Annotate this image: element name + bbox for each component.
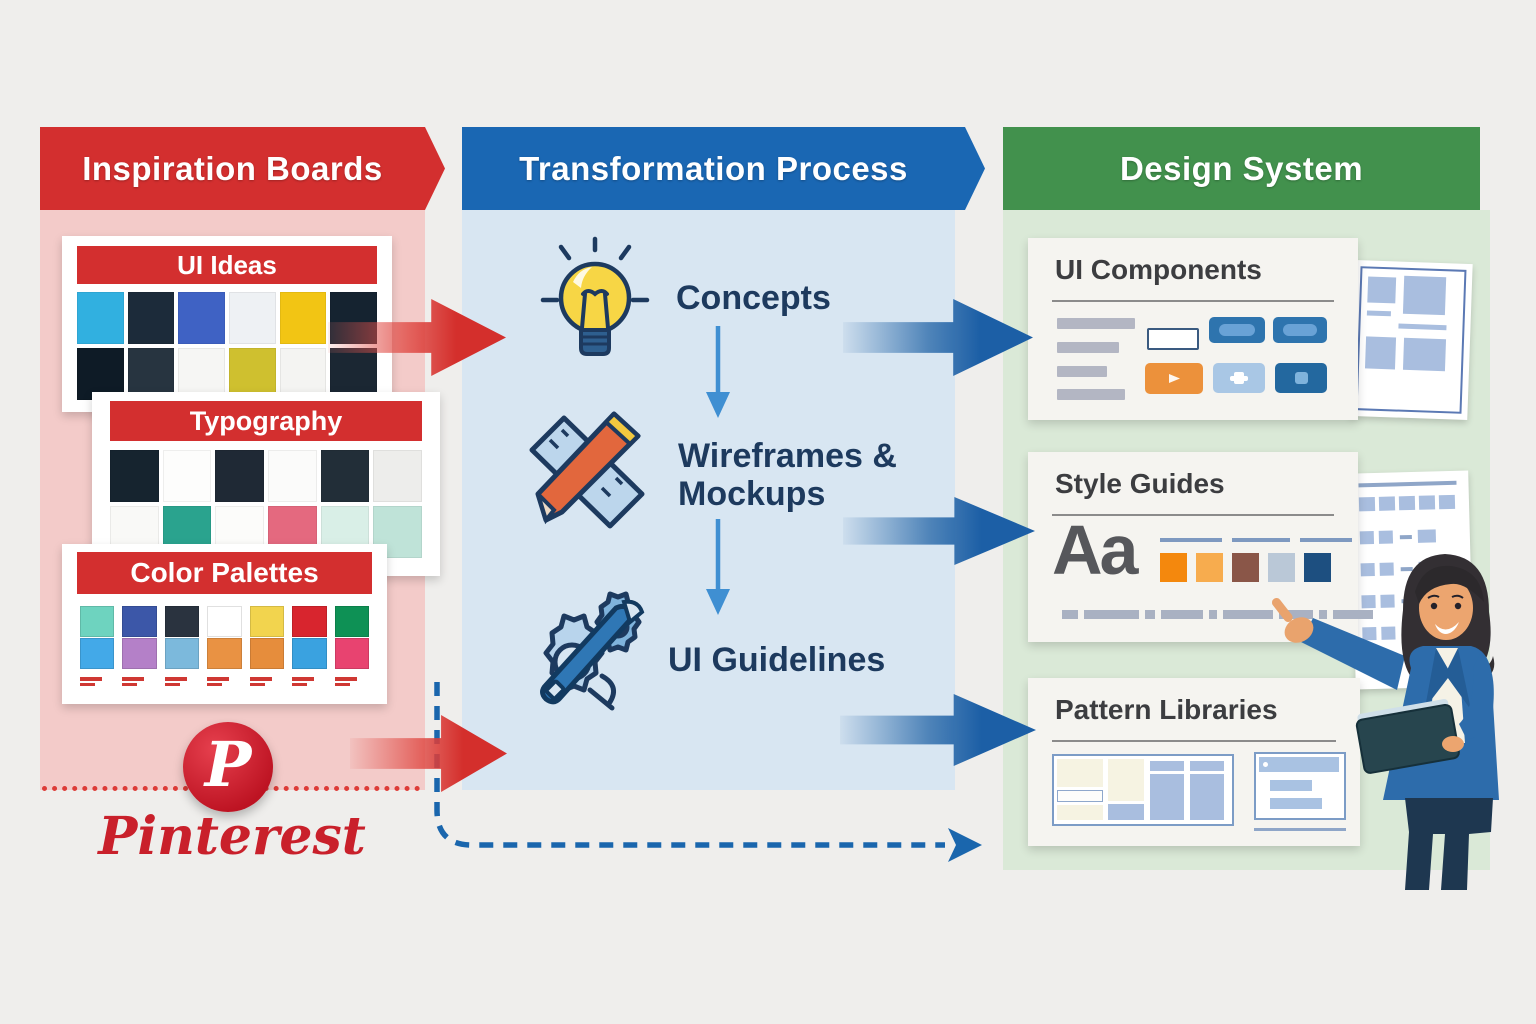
type-specimen: Aa	[1052, 511, 1139, 589]
swatch-tile	[279, 292, 327, 344]
down-arrow-2	[706, 519, 730, 615]
swatch-tile	[127, 348, 175, 400]
pinterest-wordmark: Pinterest	[98, 806, 366, 867]
palette-row-bottom	[80, 638, 369, 669]
ruler-pencil-icon	[529, 411, 645, 529]
swatch-tile	[334, 638, 369, 669]
swatch-tile	[229, 292, 276, 344]
pattern-libraries-title: Pattern Libraries	[1055, 694, 1278, 725]
swatch-tile	[77, 348, 124, 400]
gear-wrench-icon	[540, 591, 645, 711]
style-guides-card: Style Guides Aa	[1028, 452, 1373, 642]
swatch-tile	[1232, 553, 1259, 582]
swatch-tile	[164, 606, 200, 637]
pattern-libraries-card: Pattern Libraries	[1028, 678, 1360, 846]
swatch-tile	[320, 450, 370, 502]
style-guide-swatches	[1160, 553, 1331, 582]
feedback-dashed-arrow	[434, 682, 982, 862]
step-concepts-label: Concepts	[676, 279, 831, 317]
ui-ideas-card: UI Ideas	[62, 236, 392, 412]
swatch-tile	[292, 638, 327, 669]
ui-ideas-label: UI Ideas	[177, 249, 277, 280]
wireframe-pin-a	[1349, 259, 1473, 421]
style-guide-dashes	[1062, 610, 1373, 619]
input-field-sample	[1147, 328, 1199, 350]
pattern-thumb-dashboard	[1052, 754, 1234, 826]
button-sample-primary	[1209, 317, 1265, 343]
presenter-illustration	[1271, 554, 1499, 890]
design-system-header-label: Design System	[1119, 149, 1364, 187]
color-palettes-title-bar: Color Palettes	[77, 552, 372, 594]
swatch-tile	[1304, 553, 1331, 582]
swatch-tile	[229, 348, 276, 400]
swatch-tile	[207, 638, 242, 669]
ui-ideas-collage	[77, 292, 377, 400]
typography-label: Typography	[189, 405, 343, 436]
color-palettes-label: Color Palettes	[130, 557, 319, 588]
swatch-tile	[80, 606, 115, 637]
ui-components-card: UI Components	[1028, 238, 1358, 420]
pointing-hand	[1271, 598, 1405, 690]
swatch-tile	[178, 292, 225, 344]
lightbulb-icon	[540, 236, 650, 356]
swatch-tile	[127, 292, 175, 344]
swatch-tile	[279, 348, 327, 400]
color-palettes-card: Color Palettes	[62, 544, 387, 704]
palette-labels	[80, 677, 369, 688]
step-wireframes-label: Wireframes & Mockups	[678, 437, 897, 513]
button-sample-lightblue	[1213, 363, 1265, 393]
swatch-tile	[249, 606, 285, 637]
button-sample-darkblue	[1275, 363, 1327, 393]
swatch-tile	[373, 450, 422, 502]
step-guidelines-label: UI Guidelines	[668, 641, 886, 679]
swatch-tile	[334, 606, 369, 637]
swatch-tile	[162, 450, 212, 502]
swatch-tile	[1196, 553, 1223, 582]
swatch-tile	[1268, 553, 1295, 582]
ui-ideas-title-bar: UI Ideas	[77, 246, 377, 284]
swatch-tile	[292, 606, 327, 637]
style-guides-title: Style Guides	[1055, 468, 1225, 499]
down-arrow-1	[706, 326, 730, 418]
swatch-tile	[268, 450, 317, 502]
process-header-label: Transformation Process	[519, 149, 908, 187]
swatch-tile	[122, 606, 157, 637]
swatch-tile	[215, 450, 264, 502]
design-system-header-banner: Design System	[1003, 127, 1480, 210]
button-sample-orange	[1145, 363, 1203, 394]
button-sample-secondary	[1273, 317, 1327, 343]
inspiration-header-banner: Inspiration Boards	[40, 127, 445, 210]
swatch-tile	[110, 450, 159, 502]
swatch-tile	[207, 606, 242, 637]
swatch-tile	[122, 638, 157, 669]
swatch-tile	[164, 638, 200, 669]
pinterest-monogram: P	[204, 727, 252, 801]
swatch-tile	[1160, 553, 1187, 582]
pattern-thumb-modal	[1254, 752, 1346, 820]
inspiration-header-label: Inspiration Boards	[82, 149, 383, 187]
swatch-tile	[77, 292, 124, 344]
swatch-tile	[80, 638, 115, 669]
ui-components-title: UI Components	[1055, 254, 1262, 285]
pinterest-logo-icon: P	[183, 722, 273, 812]
palette-row-top	[80, 606, 369, 637]
typography-collage	[110, 450, 422, 558]
swatch-tile	[330, 348, 377, 400]
swatch-tile	[249, 638, 285, 669]
typography-title-bar: Typography	[110, 401, 422, 441]
process-header-banner: Transformation Process	[462, 127, 985, 210]
